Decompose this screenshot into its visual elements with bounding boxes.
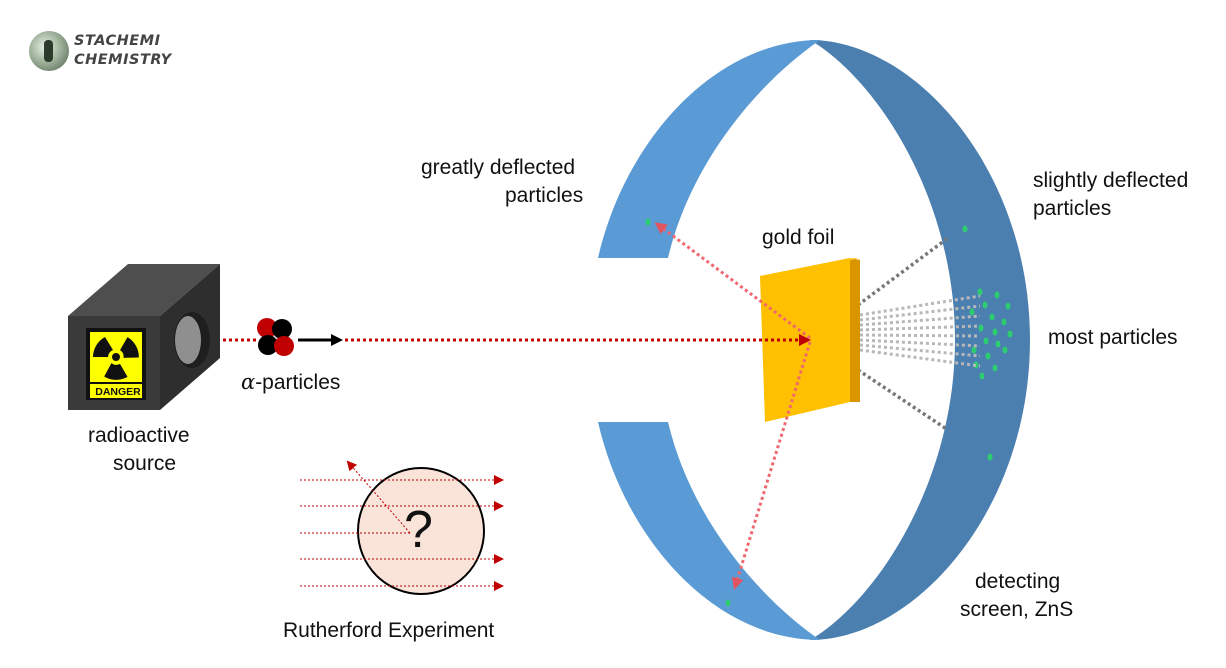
gold-foil-label: gold foil — [762, 226, 835, 249]
greatly-deflected-label-line2: particles — [505, 184, 584, 207]
gold-foil — [760, 258, 860, 422]
deflected-path-up — [654, 222, 811, 340]
slightly-deflected-paths — [856, 236, 950, 432]
detecting-screen-label-line1: detecting — [975, 570, 1061, 593]
radiation-icon — [93, 337, 139, 380]
scientist-logo-icon — [29, 31, 69, 71]
deflected-path-down — [731, 341, 812, 590]
radioactive-source-label-line1: radioactive — [88, 424, 190, 447]
brand-name: STACHEMI CHEMISTRY — [74, 32, 172, 70]
brand-line-2: CHEMISTRY — [74, 52, 172, 68]
greatly-deflected-label-line1: greatly deflected — [421, 156, 576, 179]
most-particles-label: most particles — [1048, 326, 1178, 349]
alpha-particles-text: -particles — [255, 371, 341, 394]
alpha-symbol: α — [241, 370, 256, 394]
question-mark: ? — [404, 501, 433, 559]
radioactive-source-label-line2: source — [113, 452, 177, 475]
danger-label: DANGER — [95, 386, 141, 398]
detecting-screen-label-line2: screen, ZnS — [960, 598, 1074, 621]
brand-line-1: STACHEMI — [74, 33, 161, 49]
slightly-deflected-label-line1: slightly deflected — [1033, 169, 1189, 192]
slightly-deflected-label-line2: particles — [1033, 197, 1112, 220]
radioactive-source — [68, 264, 220, 410]
detecting-screen-ring — [598, 40, 1030, 640]
straight-through-paths — [859, 294, 981, 368]
alpha-particles-label: α-particles — [241, 368, 340, 397]
alpha-particle-icon — [257, 318, 294, 356]
atom-inset — [300, 460, 504, 595]
experiment-title: Rutherford Experiment — [283, 619, 495, 642]
flash-marks — [645, 218, 1013, 607]
